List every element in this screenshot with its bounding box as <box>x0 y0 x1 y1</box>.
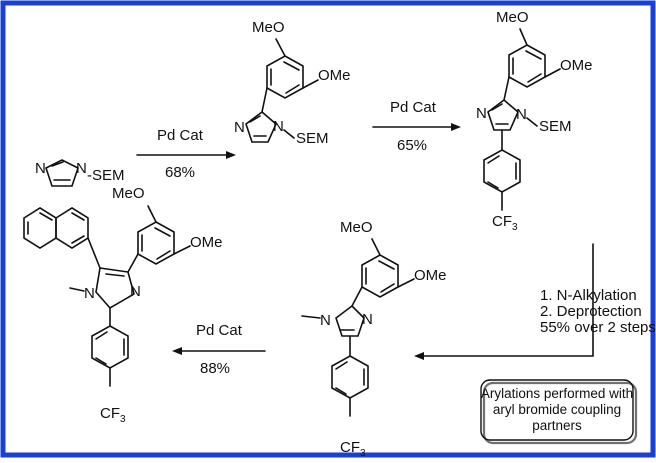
arrow-3-step1: 1. N-Alkylation <box>540 287 637 304</box>
c3-cf3: CF <box>492 213 512 230</box>
c5-n1: N <box>84 285 95 302</box>
note-box: Arylations performed with aryl bromide c… <box>480 379 638 445</box>
c1-n1: N <box>76 160 87 177</box>
c3-cf3-sub: 3 <box>512 222 518 233</box>
c1-sem: -SEM <box>87 167 125 184</box>
c5-cf3: CF <box>100 405 120 422</box>
c2-ome: OMe <box>318 67 351 84</box>
arrow-4: Pd Cat 88% <box>172 322 266 377</box>
c2-sem: SEM <box>296 130 329 147</box>
arrow-1: Pd Cat 68% <box>136 127 236 181</box>
c3-n1: N <box>516 106 527 123</box>
c3-sem: SEM <box>539 118 572 135</box>
c3-n3: N <box>476 105 487 122</box>
c2-n3: N <box>234 119 245 136</box>
c4-n3: N <box>362 311 373 328</box>
compound-4: MeO OMe N N CF 3 <box>301 219 447 459</box>
c4-ome: OMe <box>414 267 447 284</box>
note-line-1: Arylations performed with <box>481 386 633 401</box>
c4-n1: N <box>320 312 331 329</box>
arrow-2-reagent: Pd Cat <box>390 99 437 116</box>
compound-2: MeO OMe N N SEM <box>234 19 351 147</box>
c5-cf3-sub: 3 <box>120 414 126 425</box>
compound-1: N N -SEM <box>35 159 125 187</box>
arrow-2-yield: 65% <box>397 137 427 154</box>
compound-3: MeO OMe N N SEM CF 3 <box>476 9 593 233</box>
c5-n3: N <box>130 283 141 300</box>
c2-meo: MeO <box>252 19 285 36</box>
arrow-3-step3: 55% over 2 steps <box>540 319 656 336</box>
c4-meo: MeO <box>340 219 373 236</box>
c3-ome: OMe <box>560 57 593 74</box>
note-line-2: aryl bromide coupling <box>493 402 621 417</box>
arrow-4-yield: 88% <box>200 360 230 377</box>
arrow-3: 1. N-Alkylation 2. Deprotection 55% over… <box>414 243 656 360</box>
arrow-2: Pd Cat 65% <box>372 99 461 154</box>
c3-meo: MeO <box>496 9 529 26</box>
c5-ome: OMe <box>190 234 223 251</box>
c4-cf3-sub: 3 <box>360 448 366 458</box>
arrow-1-reagent: Pd Cat <box>157 127 204 144</box>
c4-cf3: CF <box>340 439 360 456</box>
c1-n3: N <box>35 160 46 177</box>
arrow-1-yield: 68% <box>165 164 195 181</box>
note-line-3: partners <box>532 418 582 433</box>
c5-meo: MeO <box>112 185 145 202</box>
arrow-4-reagent: Pd Cat <box>196 322 243 339</box>
arrow-3-step2: 2. Deprotection <box>540 303 642 320</box>
compound-5: MeO OMe N N CF 3 <box>23 185 223 425</box>
c2-n1: N <box>273 118 284 135</box>
